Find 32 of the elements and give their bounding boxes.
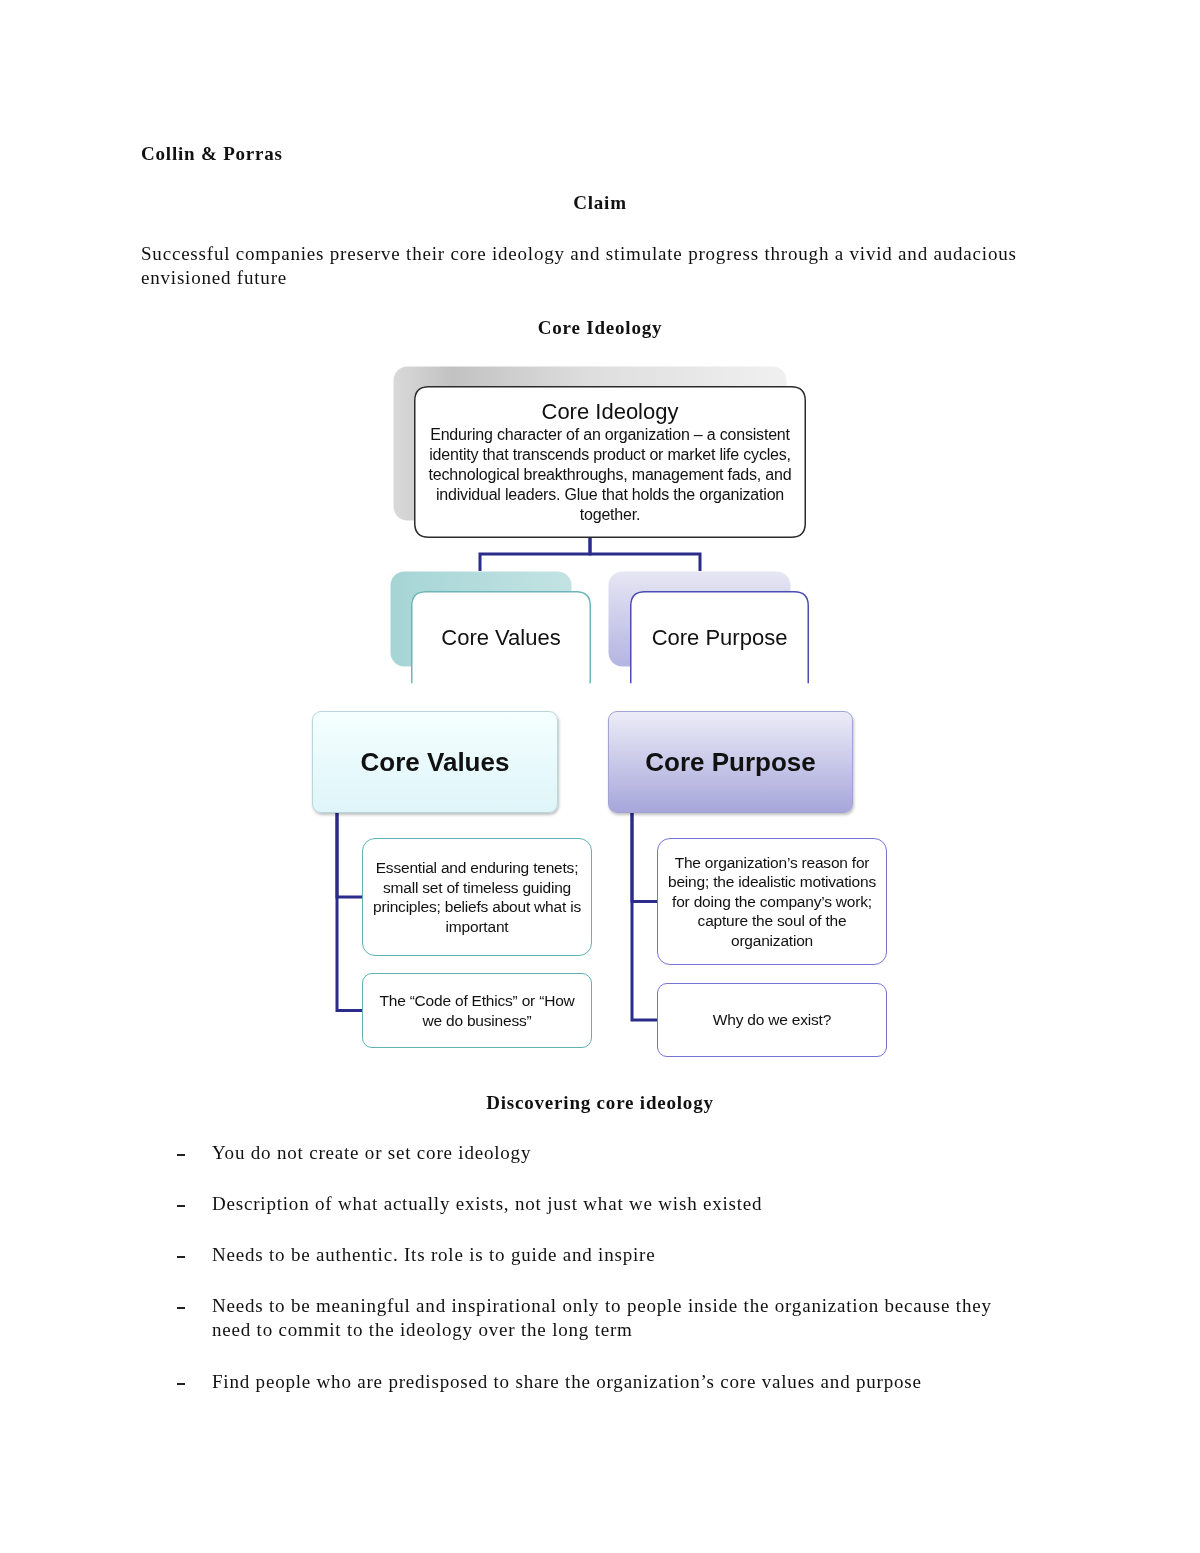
box-title: Core Ideology (541, 399, 679, 425)
heading-box (608, 711, 853, 813)
page-title: Collin & Porras (141, 142, 283, 166)
connector-line (588, 538, 702, 571)
box-title: Core Values (360, 747, 510, 777)
box-text: Enduring character of an organization – a consistent identity that transcends product or market life cycles, technological breakthroughs, management fads, and individual leaders. Glue that holds the organization together. (427, 425, 793, 525)
section-heading: Claim (573, 191, 627, 215)
list-item-text: Find people who are predisposed to share the organization’s core values and purpose (212, 1370, 923, 1394)
list-item-text: Needs to be meaningful and inspirational only to people inside the organization because they need to commit to the ideology over the long term (212, 1294, 993, 1342)
box-title: Core Purpose (651, 624, 788, 651)
text-box (657, 983, 887, 1057)
stacked-card (608, 571, 810, 685)
list-item-text: Description of what actually exists, not just what we wish existed (212, 1192, 764, 1216)
section-heading: Core Ideology (537, 316, 663, 340)
box-text: The organization’s reason for being; the idealistic motivations for doing the company’s work; capture the soul of the organization (667, 852, 877, 951)
list-item-text: Needs to be authentic. Its role is to guide and inspire (212, 1243, 657, 1267)
stacked-card (393, 366, 807, 538)
box-title: Core Purpose (645, 747, 816, 777)
box-title: Core Values (441, 624, 561, 651)
connector-line (335, 813, 362, 1012)
text-box (362, 973, 592, 1048)
text-box (657, 838, 887, 965)
box-text: Essential and enduring tenets; small set of timeless guiding principles; beliefs about what is important (372, 858, 582, 936)
box-text: The “Code of Ethics” or “How we do business” (378, 991, 576, 1030)
text-box (362, 838, 592, 956)
box-text: Why do we exist? (712, 1010, 832, 1030)
stacked-card (390, 571, 592, 685)
heading-box (312, 711, 558, 813)
section-heading: Discovering core ideology (486, 1091, 714, 1115)
paragraph-text: Successful companies preserve their core ideology and stimulate progress through a vivid and audacious envisioned future (141, 242, 1018, 290)
list-item-text: You do not create or set core ideology (212, 1141, 533, 1165)
connector-line (630, 813, 657, 1022)
